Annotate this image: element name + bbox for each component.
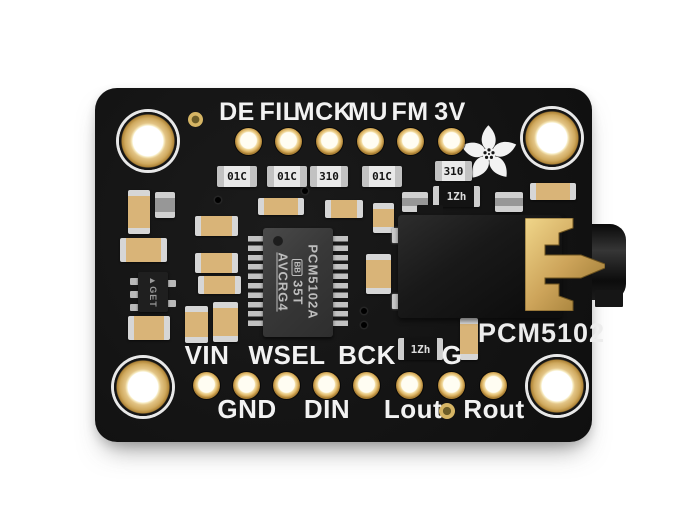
dac-chip [263, 228, 333, 337]
pin-pad-3v [438, 128, 465, 155]
pin-pad-lout [396, 372, 423, 399]
regulator-marking: ▲GET [148, 276, 158, 308]
resistor-marking: 01C [372, 170, 392, 183]
dac-chip-pin1-dot [273, 236, 283, 246]
jack-gold-contact [525, 218, 605, 311]
dac-marking-line2-text: 35T [290, 280, 306, 306]
pin-pad-gnd [233, 372, 260, 399]
via-gold-bottom [439, 403, 455, 419]
pin-label-rout: Rout [463, 394, 525, 424]
capacitor [195, 253, 238, 273]
resistor-marking: 1Zh [410, 342, 431, 356]
capacitor [195, 216, 238, 236]
pin-label-mck: MCK [293, 98, 353, 126]
regulator-pin [167, 280, 176, 287]
pin-label-g: G [441, 340, 463, 370]
pin-pad-mu [357, 128, 384, 155]
pin-label-3v: 3V [434, 98, 466, 126]
pin-pad-mck [316, 128, 343, 155]
capacitor [155, 192, 175, 218]
capacitor [366, 254, 391, 294]
pin-label-bck: BCK [338, 340, 396, 370]
pin-label-vin: VIN [184, 340, 230, 370]
regulator-ic [138, 272, 168, 312]
regulator-pin [130, 278, 139, 285]
pin-pad-wsel [273, 372, 300, 399]
capacitor [198, 276, 241, 294]
dac-chip-pins-right [333, 236, 348, 330]
silkscreen-part-number: PCM5102 [478, 318, 606, 348]
capacitor [213, 302, 238, 342]
pin-pad-rout [480, 372, 507, 399]
capacitor [530, 183, 576, 200]
smd-resistor: 310 [435, 161, 472, 181]
jack-pin-tab [595, 290, 623, 307]
pcb-board: DE FIL MCK MU FM 3V 01C 01C 310 01C 310 … [95, 88, 626, 442]
pin-pad-fm [397, 128, 424, 155]
capacitor [460, 318, 478, 360]
pin-pad-bck [353, 372, 380, 399]
via-dark [361, 308, 367, 314]
pin-label-lout: Lout [383, 394, 443, 424]
capacitor [128, 316, 170, 340]
mounting-hole-top-right [523, 109, 581, 167]
via-dark [302, 188, 308, 194]
mounting-hole-top-left [119, 112, 177, 170]
capacitor [373, 203, 394, 233]
pin-label-gnd: GND [217, 394, 277, 424]
capacitor [128, 190, 150, 234]
pin-pad-de [235, 128, 262, 155]
jack-pin-tab [417, 205, 443, 218]
capacitor [495, 192, 523, 212]
pin-pad-vin [193, 372, 220, 399]
smd-resistor: 01C [217, 166, 257, 187]
dac-marking-line3: AVCRG4 [275, 252, 291, 312]
burr-brown-logo: BB [291, 258, 303, 277]
dac-marking-line1: PCM5102A [305, 244, 321, 320]
smd-resistor: 01C [362, 166, 402, 187]
mounting-hole-bottom-left [114, 358, 172, 416]
regulator-pin [167, 300, 176, 307]
adafruit-flower-logo [461, 125, 517, 178]
pin-label-wsel: WSEL [248, 340, 326, 370]
mounting-hole-bottom-right [528, 357, 586, 415]
smd-resistor: 310 [310, 166, 348, 187]
capacitor [258, 198, 304, 215]
resistor-marking: 310 [319, 170, 339, 183]
smd-resistor: 01C [267, 166, 307, 187]
dac-chip-marking: PCM5102A BB 35T AVCRG4 [276, 230, 321, 334]
pin-label-de: DE [219, 98, 255, 126]
via-gold-top-left [188, 112, 203, 127]
capacitor [120, 238, 167, 262]
regulator-pin [130, 304, 139, 311]
via-dark [215, 197, 221, 203]
via-dark [361, 322, 367, 328]
resistor-marking: 310 [443, 164, 464, 178]
dac-marking-line2: BB 35T [291, 230, 306, 334]
resistor-marking: 01C [227, 170, 247, 183]
dac-chip-pins-left [248, 236, 263, 330]
regulator-pin [130, 291, 139, 298]
resistor-marking: 01C [277, 170, 297, 183]
jack-solder-pad [392, 228, 403, 243]
pin-pad-fil [275, 128, 302, 155]
smd-inductor: 1Zh [433, 186, 480, 207]
resistor-marking: 1Zh [446, 190, 467, 203]
smd-inductor: 1Zh [398, 338, 443, 360]
pin-label-fil: FIL [259, 98, 299, 126]
jack-solder-pad [392, 294, 403, 309]
pin-pad-din [313, 372, 340, 399]
pin-label-mu: MU [348, 98, 388, 126]
pin-label-fm: FM [391, 98, 429, 126]
pin-label-din: DIN [303, 394, 351, 424]
capacitor [185, 306, 208, 343]
capacitor [325, 200, 363, 218]
pin-pad-g [438, 372, 465, 399]
